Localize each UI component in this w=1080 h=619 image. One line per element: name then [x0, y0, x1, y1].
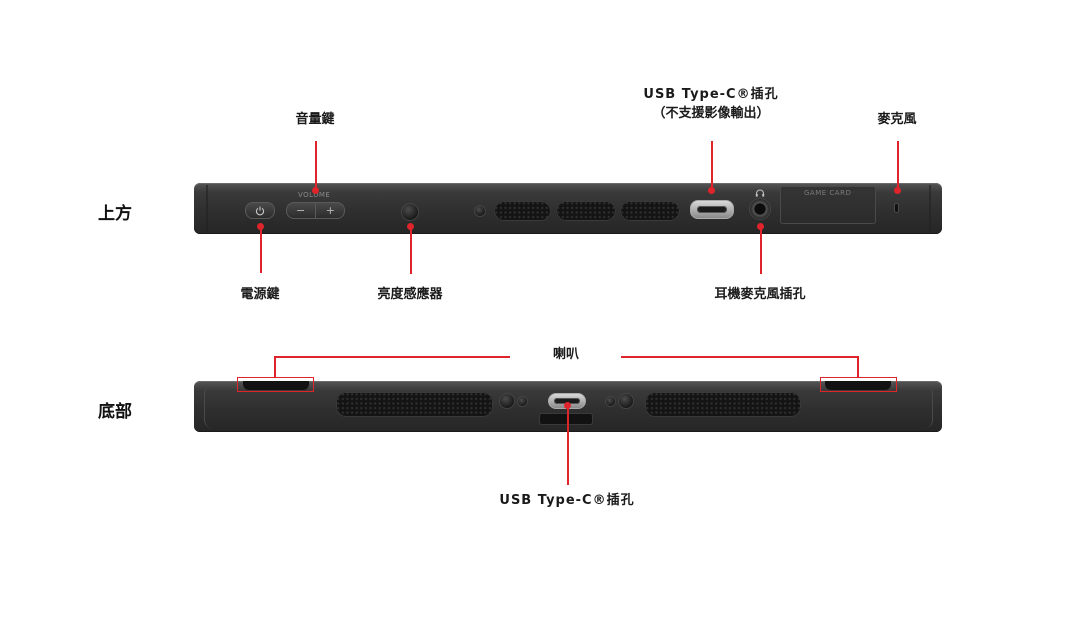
usb-c-top-label: USB Type-C®插孔 （不支援影像輸出）	[611, 86, 811, 124]
right-speaker-slit	[825, 381, 891, 390]
light-sensor-callout-dot	[407, 223, 414, 230]
power-button[interactable]	[245, 202, 275, 219]
top-usb-c-opening	[697, 205, 727, 214]
top-vent-2	[556, 201, 616, 221]
speaker-bracket-right-vertical	[857, 356, 859, 378]
power-callout-dot	[257, 223, 264, 230]
volume-callout-line	[315, 141, 317, 190]
usb-c-top-label-line1: USB Type-C®插孔	[643, 87, 779, 102]
bottom-edge-right-curve	[918, 386, 933, 428]
top-edge-right-seam	[929, 185, 931, 232]
bottom-edge-left-curve	[204, 386, 219, 428]
bottom-hole-right-large	[619, 394, 633, 408]
light-sensor-callout-line	[410, 226, 412, 274]
microphone-callout-line	[897, 141, 899, 190]
volume-engraving: VOLUME	[298, 191, 331, 199]
section-label-bottom: 底部	[98, 402, 132, 422]
bottom-hole-left-small	[518, 397, 527, 406]
left-speaker-highlight	[237, 377, 314, 392]
top-pinhole	[475, 206, 485, 216]
volume-minus-symbol: −	[296, 204, 306, 217]
usb-c-top-label-line2: （不支援影像輸出）	[652, 105, 770, 121]
power-icon	[255, 206, 265, 215]
left-speaker-slit	[243, 381, 309, 390]
bottom-vent-left	[336, 392, 493, 417]
right-speaker-highlight	[820, 377, 897, 392]
volume-plus-symbol: +	[325, 204, 335, 217]
headset-jack	[750, 199, 770, 219]
top-vent-1	[494, 201, 551, 221]
top-vent-3	[620, 201, 680, 221]
volume-keys-label: 音量鍵	[295, 112, 335, 127]
light-sensor-label: 亮度感應器	[377, 287, 443, 302]
headset-callout-dot	[757, 223, 764, 230]
speaker-bracket-left-vertical	[274, 356, 276, 378]
speaker-bracket-right-horizontal	[621, 356, 858, 358]
power-callout-line	[260, 226, 262, 273]
bottom-usb-c-opening	[554, 398, 580, 404]
headphone-icon	[755, 189, 765, 197]
game-card-engraving: GAME CARD	[804, 189, 852, 197]
headset-jack-label: 耳機麥克風插孔	[714, 287, 806, 302]
power-key-label: 電源鍵	[240, 287, 280, 302]
microphone-hole	[895, 204, 898, 212]
usb-c-top-callout-dot	[708, 187, 715, 194]
speaker-bracket-left-horizontal	[274, 356, 510, 358]
bottom-vent-right	[645, 392, 801, 417]
top-edge-left-seam	[206, 185, 208, 232]
top-usb-c-port	[690, 200, 734, 219]
bottom-hole-right-small	[606, 397, 615, 406]
section-label-top: 上方	[98, 204, 132, 224]
bottom-usb-c-port	[548, 393, 586, 409]
usb-c-bottom-label: USB Type-C®插孔	[499, 493, 635, 508]
volume-divider	[315, 203, 316, 218]
bottom-dock-slot	[540, 414, 592, 424]
volume-callout-dot	[312, 187, 319, 194]
speakers-label: 喇叭	[552, 347, 579, 362]
light-sensor	[402, 204, 418, 220]
microphone-callout-dot	[894, 187, 901, 194]
microphone-label: 麥克風	[877, 112, 917, 127]
bottom-hole-left-large	[500, 394, 514, 408]
usb-c-top-callout-line	[711, 141, 713, 191]
usb-c-bottom-callout-line	[567, 405, 569, 485]
game-card-slot[interactable]	[780, 186, 876, 224]
headset-callout-line	[760, 226, 762, 274]
